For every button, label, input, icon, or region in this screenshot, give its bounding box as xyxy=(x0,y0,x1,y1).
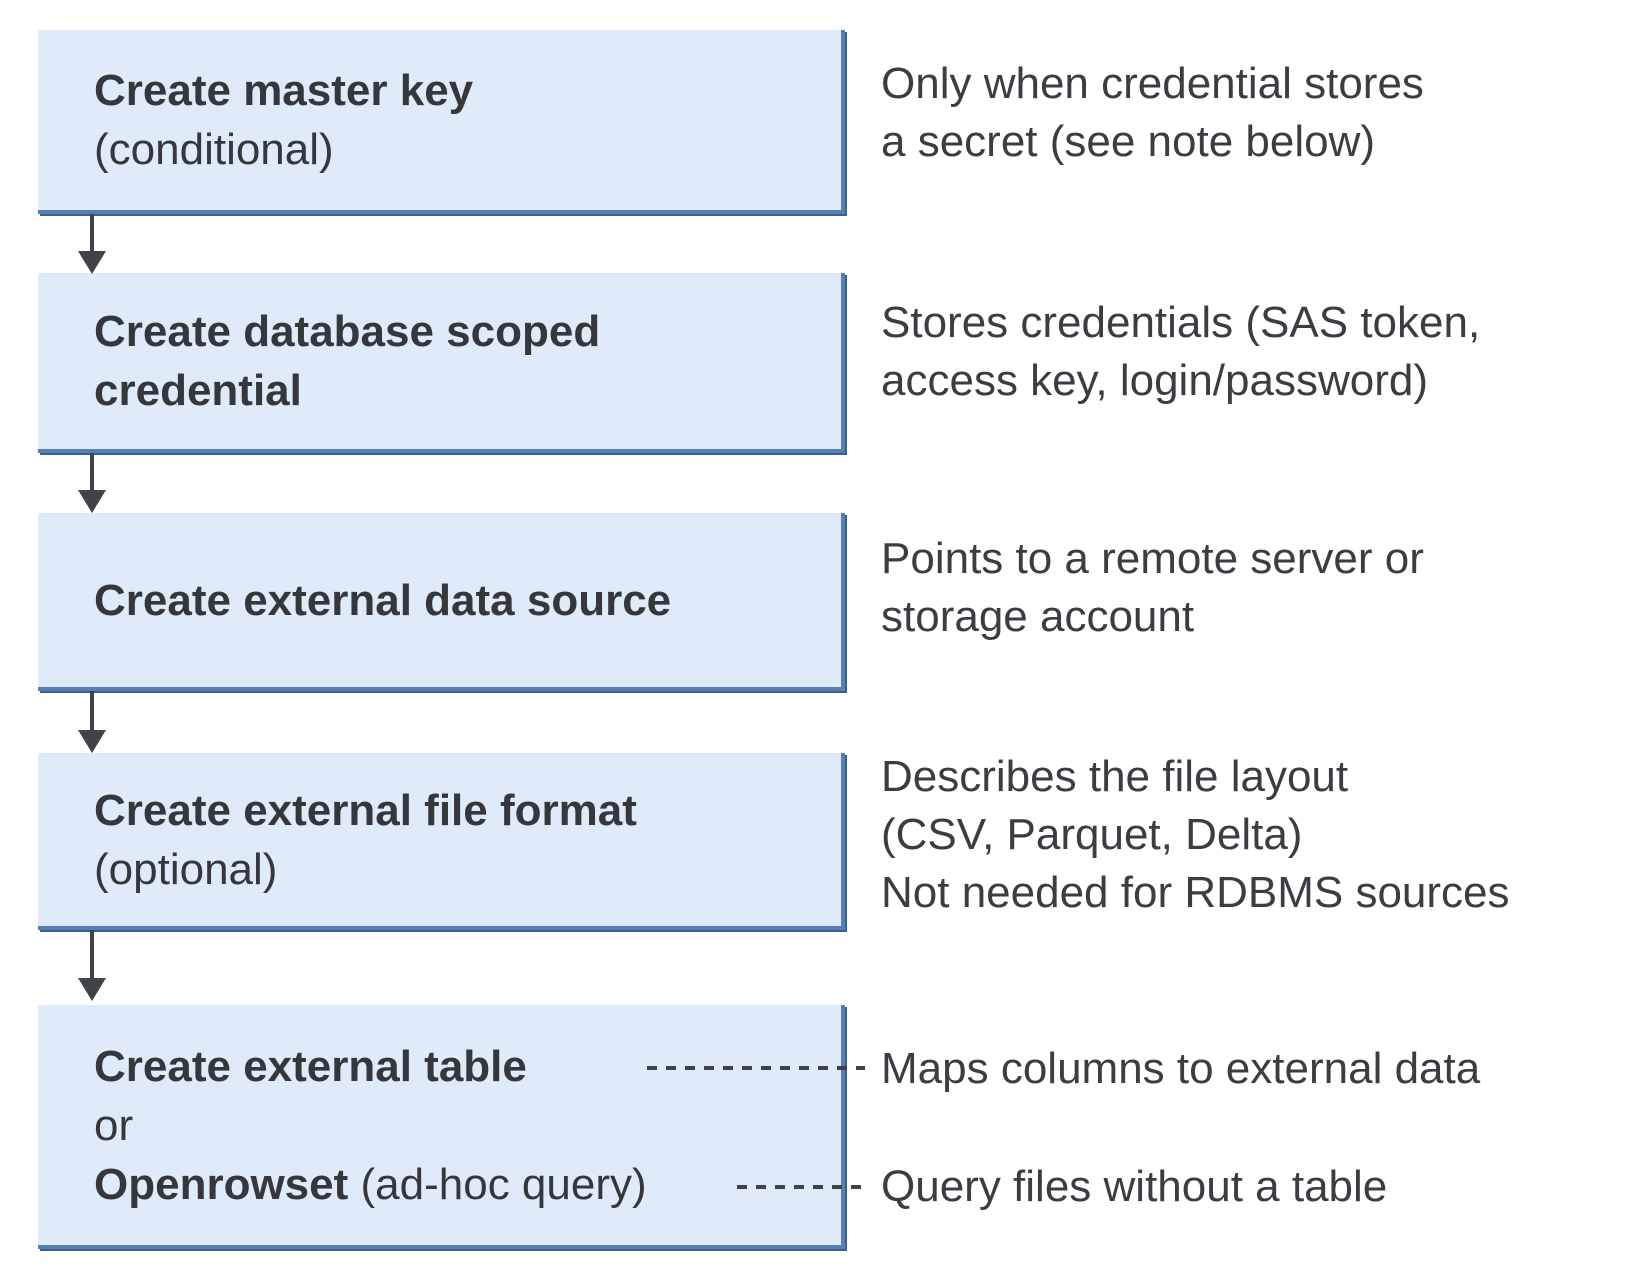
annotation-external-table: Maps columns to external data xyxy=(881,1040,1480,1098)
annotation-line: Not needed for RDBMS sources xyxy=(881,868,1510,917)
annotation-line: (CSV, Parquet, Delta) xyxy=(881,810,1303,859)
step-box-create-external-data-source: Create external data source xyxy=(38,513,845,691)
step-title: Create master key xyxy=(94,66,474,115)
arrow-stem xyxy=(90,691,94,732)
arrow-down-icon xyxy=(78,691,106,753)
annotation-line: a secret (see note below) xyxy=(881,117,1376,166)
annotation-line: Query files without a table xyxy=(881,1162,1388,1211)
arrow-down-icon xyxy=(78,214,106,274)
step-title-openrowset: Openrowset (ad-hoc query) xyxy=(94,1155,821,1214)
dashed-connector xyxy=(647,1066,865,1070)
step-box-create-external-table-or-openrowset: Create external table or Openrowset (ad-… xyxy=(38,1005,845,1249)
annotation-line: Stores credentials (SAS token, xyxy=(881,298,1481,347)
annotation-openrowset: Query files without a table xyxy=(881,1158,1387,1216)
annotation-line: storage account xyxy=(881,592,1195,641)
step-subtitle: (conditional) xyxy=(94,125,334,174)
arrow-down-icon xyxy=(78,930,106,1002)
step-title: Create external data source xyxy=(94,575,672,625)
arrow-head xyxy=(78,251,106,274)
annotation-master-key: Only when credential stores a secret (se… xyxy=(881,55,1424,171)
arrow-down-icon xyxy=(78,453,106,513)
step-title: credential xyxy=(94,366,302,415)
dashed-connector xyxy=(737,1185,863,1189)
annotation-credential: Stores credentials (SAS token, access ke… xyxy=(881,294,1480,410)
arrow-stem xyxy=(90,214,94,253)
annotation-line: Maps columns to external data xyxy=(881,1044,1481,1093)
arrow-head xyxy=(78,730,106,753)
step-title: Create external table xyxy=(94,1041,527,1091)
step-or-label: or xyxy=(94,1100,134,1150)
step-box-create-master-key: Create master key (conditional) xyxy=(38,30,845,214)
step-title: Create database scoped xyxy=(94,307,601,356)
annotation-data-source: Points to a remote server or storage acc… xyxy=(881,530,1424,646)
arrow-head xyxy=(78,490,106,513)
annotation-line: Only when credential stores xyxy=(881,59,1424,108)
arrow-head xyxy=(78,978,106,1001)
annotation-line: access key, login/password) xyxy=(881,356,1428,405)
step-title: Create external file format xyxy=(94,785,637,835)
step-subtitle: (optional) xyxy=(94,844,278,894)
annotation-line: Describes the file layout xyxy=(881,752,1349,801)
annotation-file-format: Describes the file layout (CSV, Parquet,… xyxy=(881,748,1510,922)
annotation-line: Points to a remote server or xyxy=(881,534,1424,583)
arrow-stem xyxy=(90,930,94,980)
step-title-bold: Openrowset xyxy=(94,1159,349,1209)
step-box-create-external-file-format: Create external file format (optional) xyxy=(38,753,845,930)
arrow-stem xyxy=(90,453,94,492)
step-box-create-database-scoped-credential: Create database scoped credential xyxy=(38,273,845,453)
step-title-rest: (ad-hoc query) xyxy=(348,1159,647,1209)
